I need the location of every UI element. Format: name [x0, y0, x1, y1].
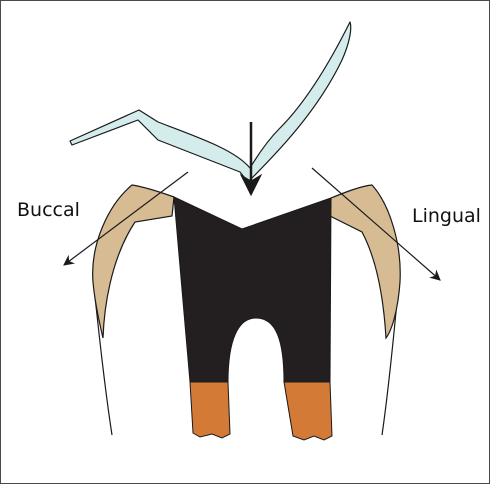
tooth-crown: [174, 197, 331, 382]
lingual-root-tip: [284, 382, 332, 440]
buccal-root-tip: [190, 382, 230, 438]
buccal-deflection-arrow: [64, 172, 188, 265]
lingual-cusp: [330, 185, 400, 338]
lingual-label: Lingual: [412, 207, 481, 226]
buccal-label: Buccal: [17, 201, 80, 220]
opposing-tooth: [70, 22, 351, 182]
buccal-cusp: [93, 185, 174, 338]
